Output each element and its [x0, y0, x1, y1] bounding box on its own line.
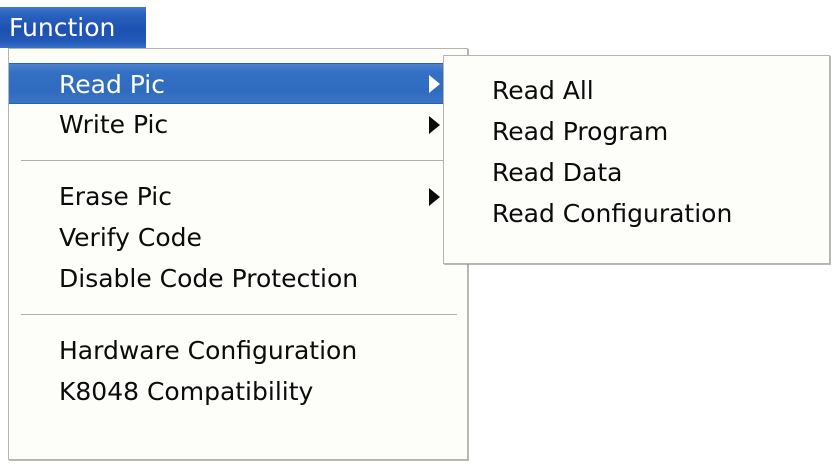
menu-item-verify-code[interactable]: Verify Code [9, 217, 467, 258]
menu-item-label: Write Pic [59, 110, 169, 139]
menubar-item-function[interactable]: Function [0, 7, 146, 48]
submenu-item-label: Read All [492, 76, 594, 105]
menu-item-disable-code-protection[interactable]: Disable Code Protection [9, 258, 467, 299]
function-dropdown-menu: Read Pic Write Pic Erase Pic Verify Code… [8, 48, 468, 460]
submenu-item-read-data[interactable]: Read Data [444, 152, 829, 193]
menu-item-k8048-compatibility[interactable]: K8048 Compatibility [9, 371, 467, 412]
submenu-arrow-icon [429, 74, 440, 93]
submenu-item-label: Read Program [492, 117, 669, 146]
menu-item-label: Disable Code Protection [59, 264, 359, 293]
menu-item-hardware-configuration[interactable]: Hardware Configuration [9, 330, 467, 371]
menu-item-label: Hardware Configuration [59, 336, 358, 365]
submenu-arrow-icon [429, 115, 440, 134]
menu-group-spacer [9, 321, 467, 330]
menu-group-spacer [9, 167, 467, 176]
menu-item-write-pic[interactable]: Write Pic [9, 104, 467, 145]
menu-top-spacer [9, 49, 467, 63]
submenu-item-read-configuration[interactable]: Read Configuration [444, 193, 829, 234]
menu-group-spacer [9, 299, 467, 308]
submenu-top-spacer [444, 56, 829, 70]
menu-item-label: Erase Pic [59, 182, 172, 211]
submenu-item-label: Read Configuration [492, 199, 733, 228]
submenu-item-read-program[interactable]: Read Program [444, 111, 829, 152]
submenu-item-label: Read Data [492, 158, 623, 187]
menu-item-read-pic[interactable]: Read Pic [9, 63, 467, 104]
submenu-arrow-icon [429, 187, 440, 206]
menu-bar: Function [0, 7, 146, 48]
menu-item-label: Read Pic [59, 70, 165, 99]
menu-group-spacer [9, 145, 467, 154]
read-pic-submenu: Read All Read Program Read Data Read Con… [443, 55, 830, 264]
submenu-item-read-all[interactable]: Read All [444, 70, 829, 111]
menu-item-erase-pic[interactable]: Erase Pic [9, 176, 467, 217]
menu-separator-2 [21, 314, 457, 315]
menu-item-label: Verify Code [59, 223, 202, 252]
menu-separator-1 [21, 160, 457, 161]
menu-item-label: K8048 Compatibility [59, 377, 314, 406]
